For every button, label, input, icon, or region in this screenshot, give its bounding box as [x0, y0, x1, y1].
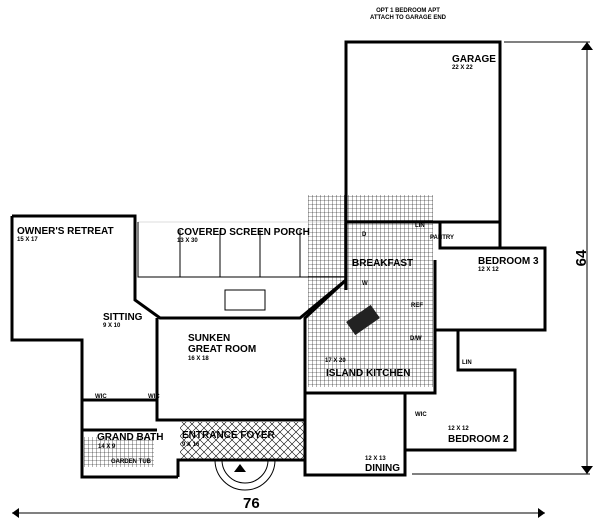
sitting-label: SITTING [103, 312, 143, 323]
entry-arrow-icon [234, 464, 246, 472]
garage-size: 22 X 22 [452, 65, 473, 71]
great-room-label-1: SUNKEN [188, 333, 230, 344]
dining-label: DINING [365, 463, 400, 474]
porch-label: COVERED SCREEN PORCH [177, 227, 310, 238]
depth-dimension-label: 64 [573, 249, 590, 266]
sitting-size: 9 X 10 [103, 323, 121, 329]
wic-label-1: WIC [95, 394, 107, 400]
owners-retreat-size: 15 X 17 [17, 237, 38, 243]
note-line1: OPT 1 BEDROOM APT [376, 8, 440, 14]
grand-bath-size: 14 X 9 [98, 444, 116, 450]
garage-label: GARAGE [452, 54, 496, 65]
bath-floor [84, 437, 154, 467]
foyer-size: 9 X 16 [182, 442, 200, 448]
walls [10, 40, 547, 479]
great-room-label-2: GREAT ROOM [188, 344, 256, 355]
kitchen-size: 17 X 20 [325, 358, 346, 364]
dryer-label: D [362, 232, 367, 238]
great-room-size: 16 X 18 [188, 356, 209, 362]
dimension-depth: 64 [412, 41, 593, 475]
garden-tub-label: GARDEN TUB [111, 459, 152, 465]
kitchen-island [346, 304, 380, 336]
entry-steps [214, 459, 276, 491]
foyer-label: ENTRANCE FOYER [182, 430, 276, 441]
pantry-label: PANTRY [430, 235, 454, 241]
bedroom2-label: BEDROOM 2 [448, 434, 509, 445]
washer-label: W [362, 281, 368, 287]
dimension-width: 76 [12, 495, 545, 518]
breakfast-label: BREAKFAST [352, 258, 413, 269]
bedroom3-label: BEDROOM 3 [478, 256, 539, 267]
wic-label-3: WIC [415, 412, 427, 418]
kitchen-label: ISLAND KITCHEN [326, 368, 410, 379]
owners-retreat-label: OWNER'S RETREAT [17, 226, 114, 237]
width-dimension-label: 76 [243, 495, 260, 512]
dw-label: D/W [410, 336, 422, 342]
note-line2: ATTACH TO GARAGE END [370, 15, 447, 21]
bedroom2-size: 12 X 12 [448, 426, 469, 432]
foyer-floor [180, 422, 305, 460]
grand-bath-label: GRAND BATH [97, 432, 163, 443]
porch-size: 13 X 30 [177, 238, 198, 244]
lin-label-2: LIN [462, 360, 472, 366]
lin-label-1: LIN [415, 223, 425, 229]
ref-label: REF [411, 303, 423, 309]
wic-label-2: WIC [148, 394, 160, 400]
dining-size: 12 X 13 [365, 456, 386, 462]
kitchen-floor [308, 195, 433, 387]
bedroom3-size: 12 X 12 [478, 267, 499, 273]
